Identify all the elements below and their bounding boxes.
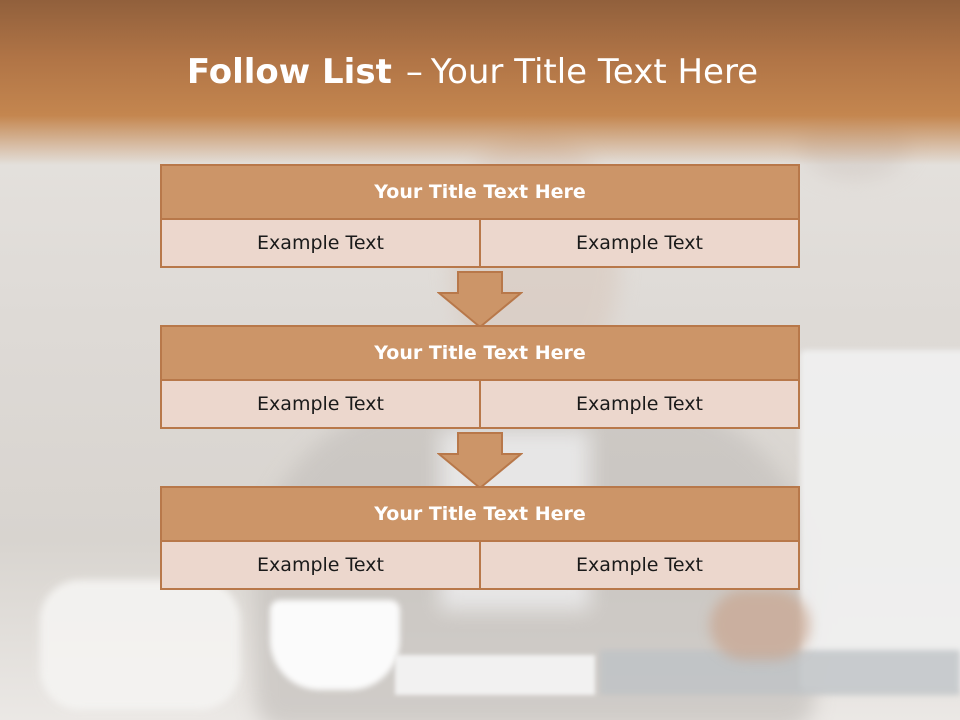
step-cell-left: Example Text [160, 218, 481, 268]
slide-title-rest: Your Title Text Here [430, 52, 759, 92]
step-title: Your Title Text Here [160, 486, 800, 542]
background-photo-cup [270, 600, 400, 690]
slide-title: Follow List–Your Title Text Here [0, 52, 945, 92]
down-arrow-icon [437, 271, 523, 329]
step-cell-right: Example Text [479, 540, 800, 590]
step-row: Example Text Example Text [160, 379, 800, 429]
background-photo-laptop [800, 350, 960, 690]
step-row: Example Text Example Text [160, 218, 800, 268]
header-band [0, 0, 960, 165]
step-title: Your Title Text Here [160, 164, 800, 220]
background-photo-phone [40, 580, 240, 710]
step-row: Example Text Example Text [160, 540, 800, 590]
step-cell-right: Example Text [479, 218, 800, 268]
down-arrow-icon [437, 432, 523, 490]
slide-title-separator: – [405, 52, 423, 92]
slide-title-bold: Follow List [186, 52, 392, 92]
step-box-2: Your Title Text Here Example Text Exampl… [160, 325, 800, 429]
background-photo-hand [710, 590, 810, 660]
step-box-1: Your Title Text Here Example Text Exampl… [160, 164, 800, 268]
step-cell-left: Example Text [160, 540, 481, 590]
step-cell-right: Example Text [479, 379, 800, 429]
step-title: Your Title Text Here [160, 325, 800, 381]
step-cell-left: Example Text [160, 379, 481, 429]
step-box-3: Your Title Text Here Example Text Exampl… [160, 486, 800, 590]
background-photo-paper [395, 655, 595, 695]
